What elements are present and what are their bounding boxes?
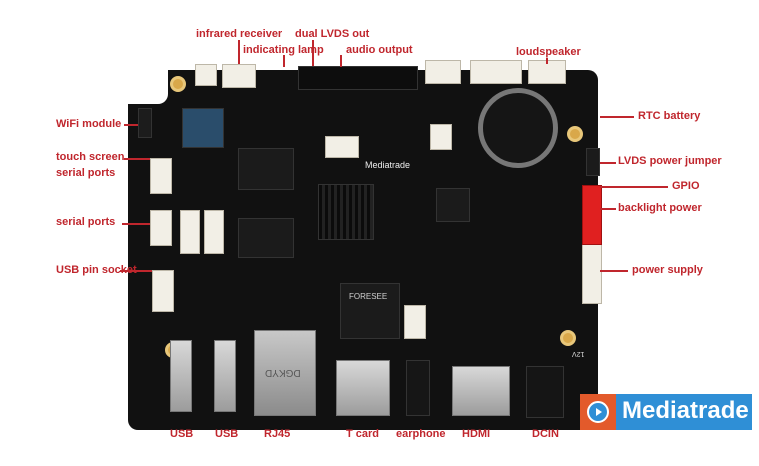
wifi-header [138, 108, 152, 138]
mount-hole [567, 126, 583, 142]
leader-line [600, 208, 616, 210]
label-rtc-battery: RTC battery [638, 110, 701, 122]
gpio-header [582, 185, 602, 245]
earphone-jack [406, 360, 430, 416]
ir-connector [195, 64, 217, 86]
speaker-connector-2 [528, 60, 566, 84]
label-serial-ports-1: serial ports [56, 167, 116, 179]
leader-line [600, 186, 668, 188]
leader-line [600, 270, 628, 272]
touch-connector [150, 158, 172, 194]
label-power-supply: power supply [632, 264, 703, 276]
label-usb-1: USB [170, 428, 194, 440]
label-loudspeaker: loudspeaker [516, 46, 581, 58]
dcin-jack [526, 366, 564, 418]
rtc-battery-holder [478, 88, 558, 168]
label-usb-2: USB [215, 428, 239, 440]
label-earphone: earphone [396, 428, 446, 440]
lvds-jumper [586, 148, 600, 176]
lamp-connector [222, 64, 256, 88]
label-lvds-power-jumper: LVDS power jumper [618, 155, 722, 167]
heatsink [318, 184, 374, 240]
label-gpio: GPIO [672, 180, 700, 192]
label-infrared-receiver: infrared receiver [196, 28, 283, 40]
label-dcin: DCIN [532, 428, 559, 440]
ram-chip [238, 218, 294, 258]
label-dual-lvds-out: dual LVDS out [295, 28, 370, 40]
label-t-card: T card [346, 428, 380, 440]
watermark-text: Mediatrade [622, 397, 749, 424]
leader-line [546, 58, 548, 64]
wifi-module [182, 108, 224, 148]
usb-pin-connector [152, 270, 174, 312]
voltage-label: 12V [572, 350, 585, 357]
leader-line [124, 158, 150, 160]
label-rj45: RJ45 [264, 428, 291, 440]
label-audio-output: audio output [346, 44, 413, 56]
label-wifi-module: WiFi module [56, 118, 122, 130]
play-icon [580, 394, 616, 430]
audio-connector [425, 60, 461, 84]
serial-connector [150, 210, 172, 246]
leader-line [600, 116, 634, 118]
leader-line [122, 223, 150, 225]
board-connector [325, 136, 359, 158]
leader-line [120, 270, 152, 272]
foresee-label: FORESEE [349, 292, 388, 301]
board-silk-brand: Mediatrade [365, 160, 411, 170]
label-touch-screen: touch screen [56, 151, 125, 163]
label-backlight-power: backlight power [618, 202, 702, 214]
board-notch [128, 70, 168, 104]
label-usb-pin-socket: USB pin socket [56, 264, 137, 276]
rj45-port: DGKYD [254, 330, 316, 416]
serial-connector [180, 210, 200, 254]
usb-port [214, 340, 236, 412]
lvds-header [298, 66, 418, 90]
leader-line [124, 124, 138, 126]
hdmi-port [452, 366, 510, 416]
leader-line [340, 55, 342, 67]
usb-port [170, 340, 192, 412]
label-serial-ports-2: serial ports [56, 216, 116, 228]
label-indicating-lamp: indicating lamp [243, 44, 324, 56]
leader-line [283, 55, 285, 67]
board-connector [404, 305, 426, 339]
board-connector [430, 124, 452, 150]
speaker-connector-1 [470, 60, 522, 84]
dgkyd-label: DGKYD [265, 367, 301, 378]
leader-line [600, 162, 616, 164]
label-hdmi: HDMI [462, 428, 491, 440]
serial-connector [204, 210, 224, 254]
power-connector [582, 244, 602, 304]
leader-line [238, 40, 240, 64]
tcard-slot [336, 360, 390, 416]
audio-chip [436, 188, 470, 222]
mount-hole [560, 330, 576, 346]
leader-line [312, 40, 314, 66]
emmc-chip: FORESEE [340, 283, 400, 339]
ram-chip [238, 148, 294, 190]
mount-hole [170, 76, 186, 92]
